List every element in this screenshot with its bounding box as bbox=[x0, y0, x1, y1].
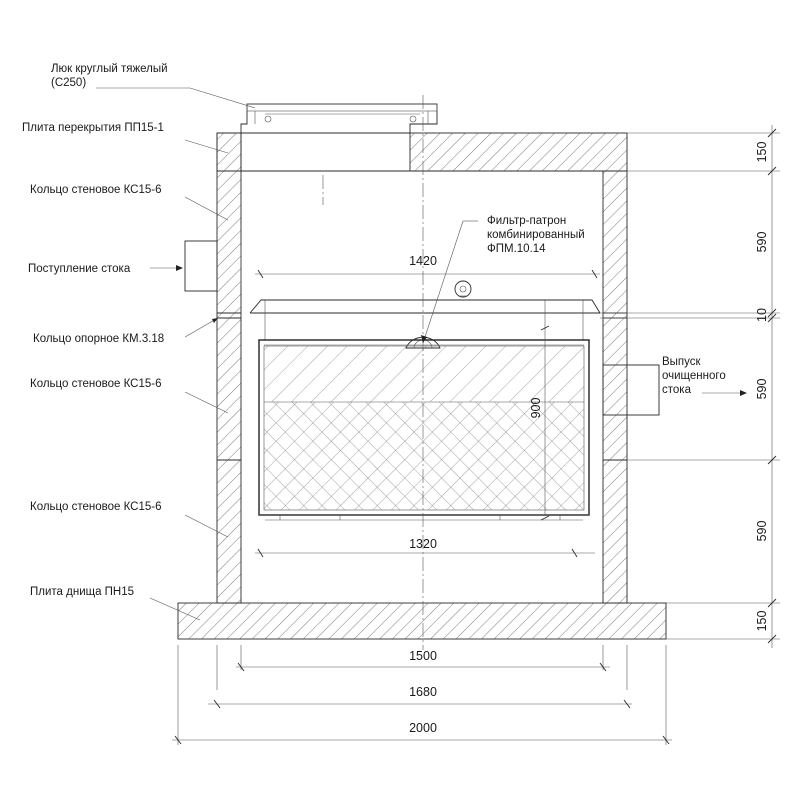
internal-dimensions bbox=[255, 269, 600, 558]
height-dimensions bbox=[600, 125, 780, 648]
hatch-class-label: (С250) bbox=[51, 77, 86, 89]
dim-base-width: 2000 bbox=[409, 721, 437, 735]
dim-filter-inner: 1320 bbox=[409, 537, 437, 551]
outlet-label-line3: стока bbox=[662, 384, 692, 396]
filter-label-line1: Фильтр-патрон bbox=[487, 215, 566, 227]
leader-lines bbox=[96, 87, 747, 621]
bottom-slab bbox=[177, 602, 667, 640]
slab-bottom-label: Плита днища ПН15 bbox=[30, 586, 134, 598]
left-wall bbox=[216, 132, 242, 604]
manhole-hatch bbox=[240, 103, 438, 133]
filter-label-line3: ФПМ.10.14 bbox=[487, 243, 546, 255]
dim-h-slab-bottom: 150 bbox=[755, 611, 769, 632]
filter-label-line2: комбинированный bbox=[487, 229, 585, 241]
inflow-label: Поступление стока bbox=[28, 263, 131, 275]
hatch-label: Люк круглый тяжелый bbox=[51, 63, 168, 75]
ring-2-label: Кольцо стеновое КС15-6 bbox=[30, 378, 161, 390]
ring-3-label: Кольцо стеновое КС15-6 bbox=[30, 501, 161, 513]
slab-top-label: Плита перекрытия ПП15-1 bbox=[22, 122, 164, 134]
dim-h-ring-3: 590 bbox=[755, 521, 769, 542]
dim-inner-diameter: 1500 bbox=[409, 649, 437, 663]
dim-h-slab-top: 150 bbox=[755, 142, 769, 163]
support-ring-label: Кольцо опорное КМ.3.18 bbox=[33, 333, 164, 345]
dim-h-support: 10 bbox=[755, 308, 769, 322]
top-slab bbox=[216, 132, 628, 172]
dim-filter-height: 900 bbox=[529, 398, 543, 419]
dim-filter-width: 1420 bbox=[409, 254, 437, 268]
outlet-label-line1: Выпуск bbox=[662, 356, 702, 368]
ring-1-label: Кольцо стеновое КС15-6 bbox=[30, 184, 161, 196]
right-wall bbox=[602, 170, 628, 604]
dim-outer-diameter: 1680 bbox=[409, 685, 437, 699]
dim-h-ring-1: 590 bbox=[755, 232, 769, 253]
bottom-dimensions bbox=[172, 645, 672, 745]
outlet-pipe bbox=[602, 364, 660, 416]
filter-cartridge bbox=[249, 280, 601, 521]
dim-h-ring-2: 590 bbox=[755, 379, 769, 400]
outlet-label-line2: очищенного bbox=[662, 370, 726, 382]
inflow-pipe bbox=[184, 240, 242, 292]
